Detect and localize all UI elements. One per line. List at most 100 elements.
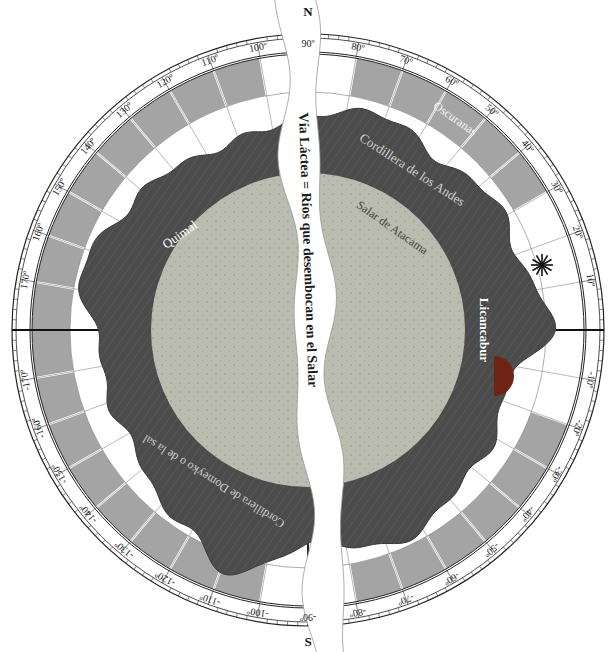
tick <box>102 117 105 120</box>
tick <box>21 258 25 260</box>
tick <box>471 85 473 88</box>
tick <box>544 156 547 158</box>
tick <box>338 36 339 40</box>
degree-label: 140º <box>78 135 98 156</box>
tick <box>188 60 190 64</box>
tick <box>570 200 574 202</box>
tick <box>142 85 144 88</box>
degree-label: 70º <box>398 53 414 68</box>
tick <box>503 110 506 113</box>
tick <box>589 248 593 249</box>
tick <box>600 319 604 320</box>
degree-label: 50º <box>484 102 501 119</box>
degree-ticks <box>12 34 604 626</box>
tick <box>511 117 514 120</box>
tick <box>88 132 91 135</box>
tick <box>518 533 521 536</box>
tick <box>480 566 482 569</box>
tick <box>95 533 98 536</box>
tick <box>591 400 595 402</box>
degree-label: -100º <box>247 605 270 620</box>
tick <box>134 566 136 569</box>
tick <box>511 540 514 543</box>
degree-label: 80º <box>350 41 365 54</box>
tick <box>597 370 601 372</box>
tick <box>134 91 136 94</box>
tick <box>488 97 490 100</box>
degree-label: -110º <box>198 591 222 609</box>
tick <box>427 60 429 64</box>
tick <box>598 299 602 300</box>
tick <box>398 48 399 52</box>
tick <box>445 69 447 73</box>
tick <box>598 360 602 361</box>
degree-label: 150º <box>50 176 69 197</box>
peak-name: Licancabur <box>477 298 491 362</box>
degree-label: -70º <box>397 592 416 608</box>
tick <box>436 64 438 68</box>
tick <box>570 458 574 460</box>
milky-way-band <box>274 173 344 487</box>
degree-label: 10º <box>584 273 597 288</box>
tick <box>594 268 598 270</box>
tick <box>47 191 51 193</box>
tick <box>169 69 171 73</box>
tick <box>566 467 570 469</box>
tick <box>579 219 583 220</box>
tick <box>63 493 66 495</box>
tick <box>23 410 27 411</box>
tick <box>388 611 389 615</box>
tick <box>538 510 541 512</box>
tick <box>538 148 541 150</box>
tick <box>178 592 180 596</box>
degree-label: 100º <box>248 40 268 54</box>
south-mark: S <box>304 635 311 649</box>
tick <box>589 410 593 411</box>
tick <box>378 43 380 47</box>
tick <box>388 45 389 49</box>
tick <box>599 309 603 310</box>
degree-label: -90º <box>300 612 316 623</box>
tick <box>550 164 553 166</box>
tick <box>21 400 25 402</box>
sector-lines <box>30 52 586 608</box>
degree-label: 20º <box>570 224 585 240</box>
tick <box>594 390 598 392</box>
degree-label: 160º <box>30 221 47 242</box>
degree-label: -60º <box>442 570 462 588</box>
tick <box>102 540 105 543</box>
tick <box>556 173 559 175</box>
tick <box>463 578 465 581</box>
tick <box>197 56 198 60</box>
tick <box>488 560 490 563</box>
degree-label: -150º <box>49 461 69 485</box>
tick <box>277 620 278 624</box>
tick <box>13 350 17 351</box>
tick <box>398 608 399 612</box>
tick <box>217 48 218 52</box>
degree-label: 110º <box>200 52 220 68</box>
tick <box>277 36 278 40</box>
tick <box>151 79 153 82</box>
tick <box>503 547 506 550</box>
tick <box>556 485 559 487</box>
ring <box>30 52 586 608</box>
tick <box>95 124 98 127</box>
tick <box>63 164 66 166</box>
tick <box>480 91 482 94</box>
tick <box>525 132 528 135</box>
tick <box>518 124 521 127</box>
tick <box>525 525 528 528</box>
degree-label: 120º <box>154 72 175 91</box>
tick <box>42 458 46 460</box>
band-edge <box>314 173 344 487</box>
tick <box>188 597 190 601</box>
tick <box>368 616 370 620</box>
degree-label: 130º <box>113 100 134 120</box>
degree-label: -20º <box>570 419 586 438</box>
tick <box>34 219 38 220</box>
tick <box>544 502 547 504</box>
tick <box>142 572 144 575</box>
tick <box>287 621 288 625</box>
